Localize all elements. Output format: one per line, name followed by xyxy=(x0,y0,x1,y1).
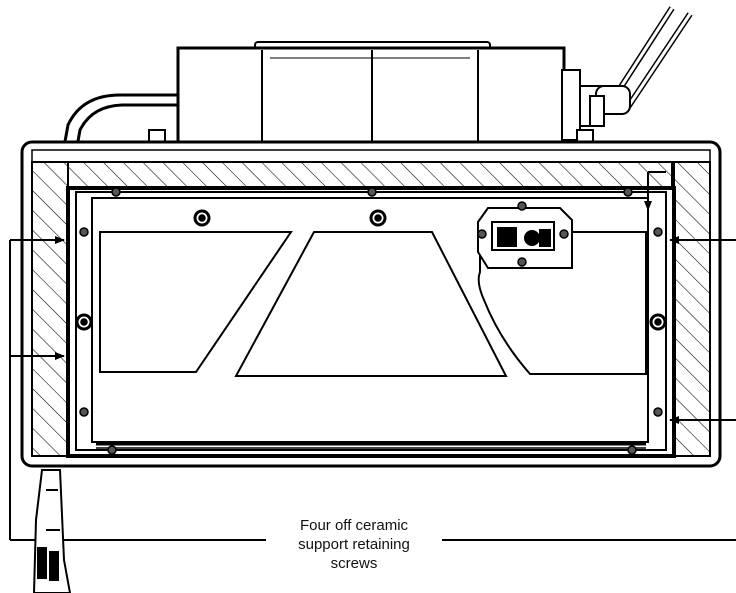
screw-icon xyxy=(79,227,89,237)
mounting-screws xyxy=(75,187,667,455)
screw-icon xyxy=(653,227,663,237)
screw-icon xyxy=(559,229,569,239)
screw-icon xyxy=(623,187,633,197)
bolt-center-icon xyxy=(80,318,88,326)
bolt-center-icon xyxy=(654,318,662,326)
terminal-block xyxy=(477,207,573,269)
bolt-center-icon xyxy=(374,214,382,222)
bolt-center-icon xyxy=(198,214,206,222)
screw-icon xyxy=(107,445,117,455)
screw-icon xyxy=(627,445,637,455)
screw-icon xyxy=(517,201,527,211)
curved-duct xyxy=(60,93,178,159)
screw-icon xyxy=(111,187,121,197)
screw-icon xyxy=(517,257,527,267)
screw-icon xyxy=(367,187,377,197)
motor-assembly xyxy=(176,41,603,154)
support-leg xyxy=(32,469,72,593)
screw-icon xyxy=(653,407,663,417)
ceramic-screws-callout: Four off ceramic support retaining screw… xyxy=(266,516,442,573)
screw-icon xyxy=(79,407,89,417)
screw-icon xyxy=(477,229,487,239)
cable-rods xyxy=(589,6,693,127)
